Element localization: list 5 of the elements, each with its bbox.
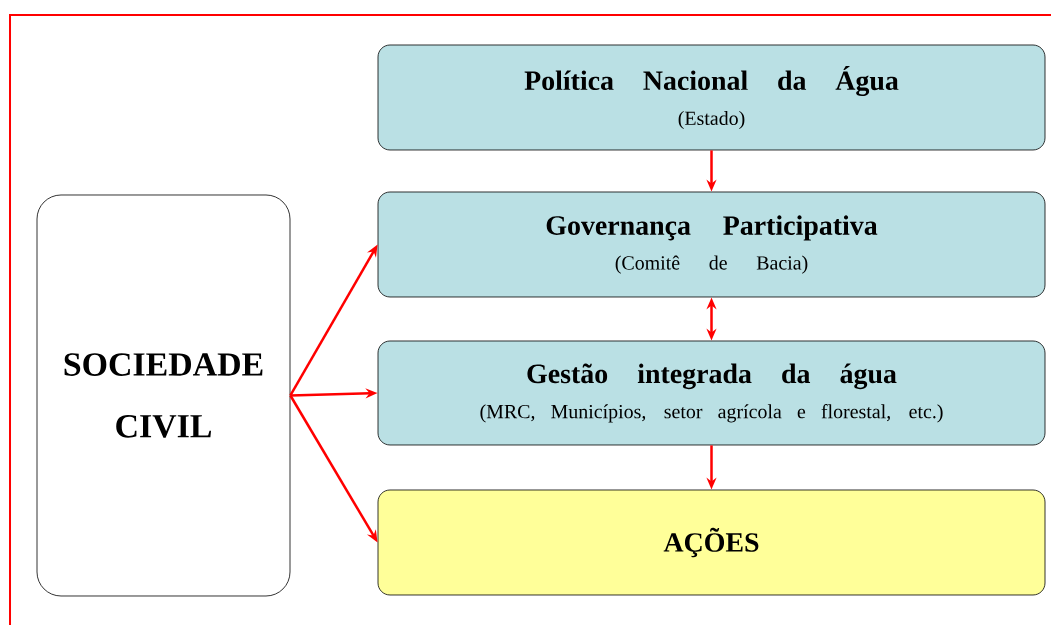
- stage-box: Política Nacional da Água (Estado): [377, 44, 1046, 151]
- society-box: SOCIEDADE CIVIL: [36, 194, 291, 597]
- stage-box: Governança Participativa (Comitê de Bacia): [377, 191, 1046, 298]
- stage-box: Gestão integrada da água (MRC, Municípios, setor agrícola e florestal, etc.): [377, 340, 1046, 446]
- actions-box: AÇÕES: [377, 489, 1046, 596]
